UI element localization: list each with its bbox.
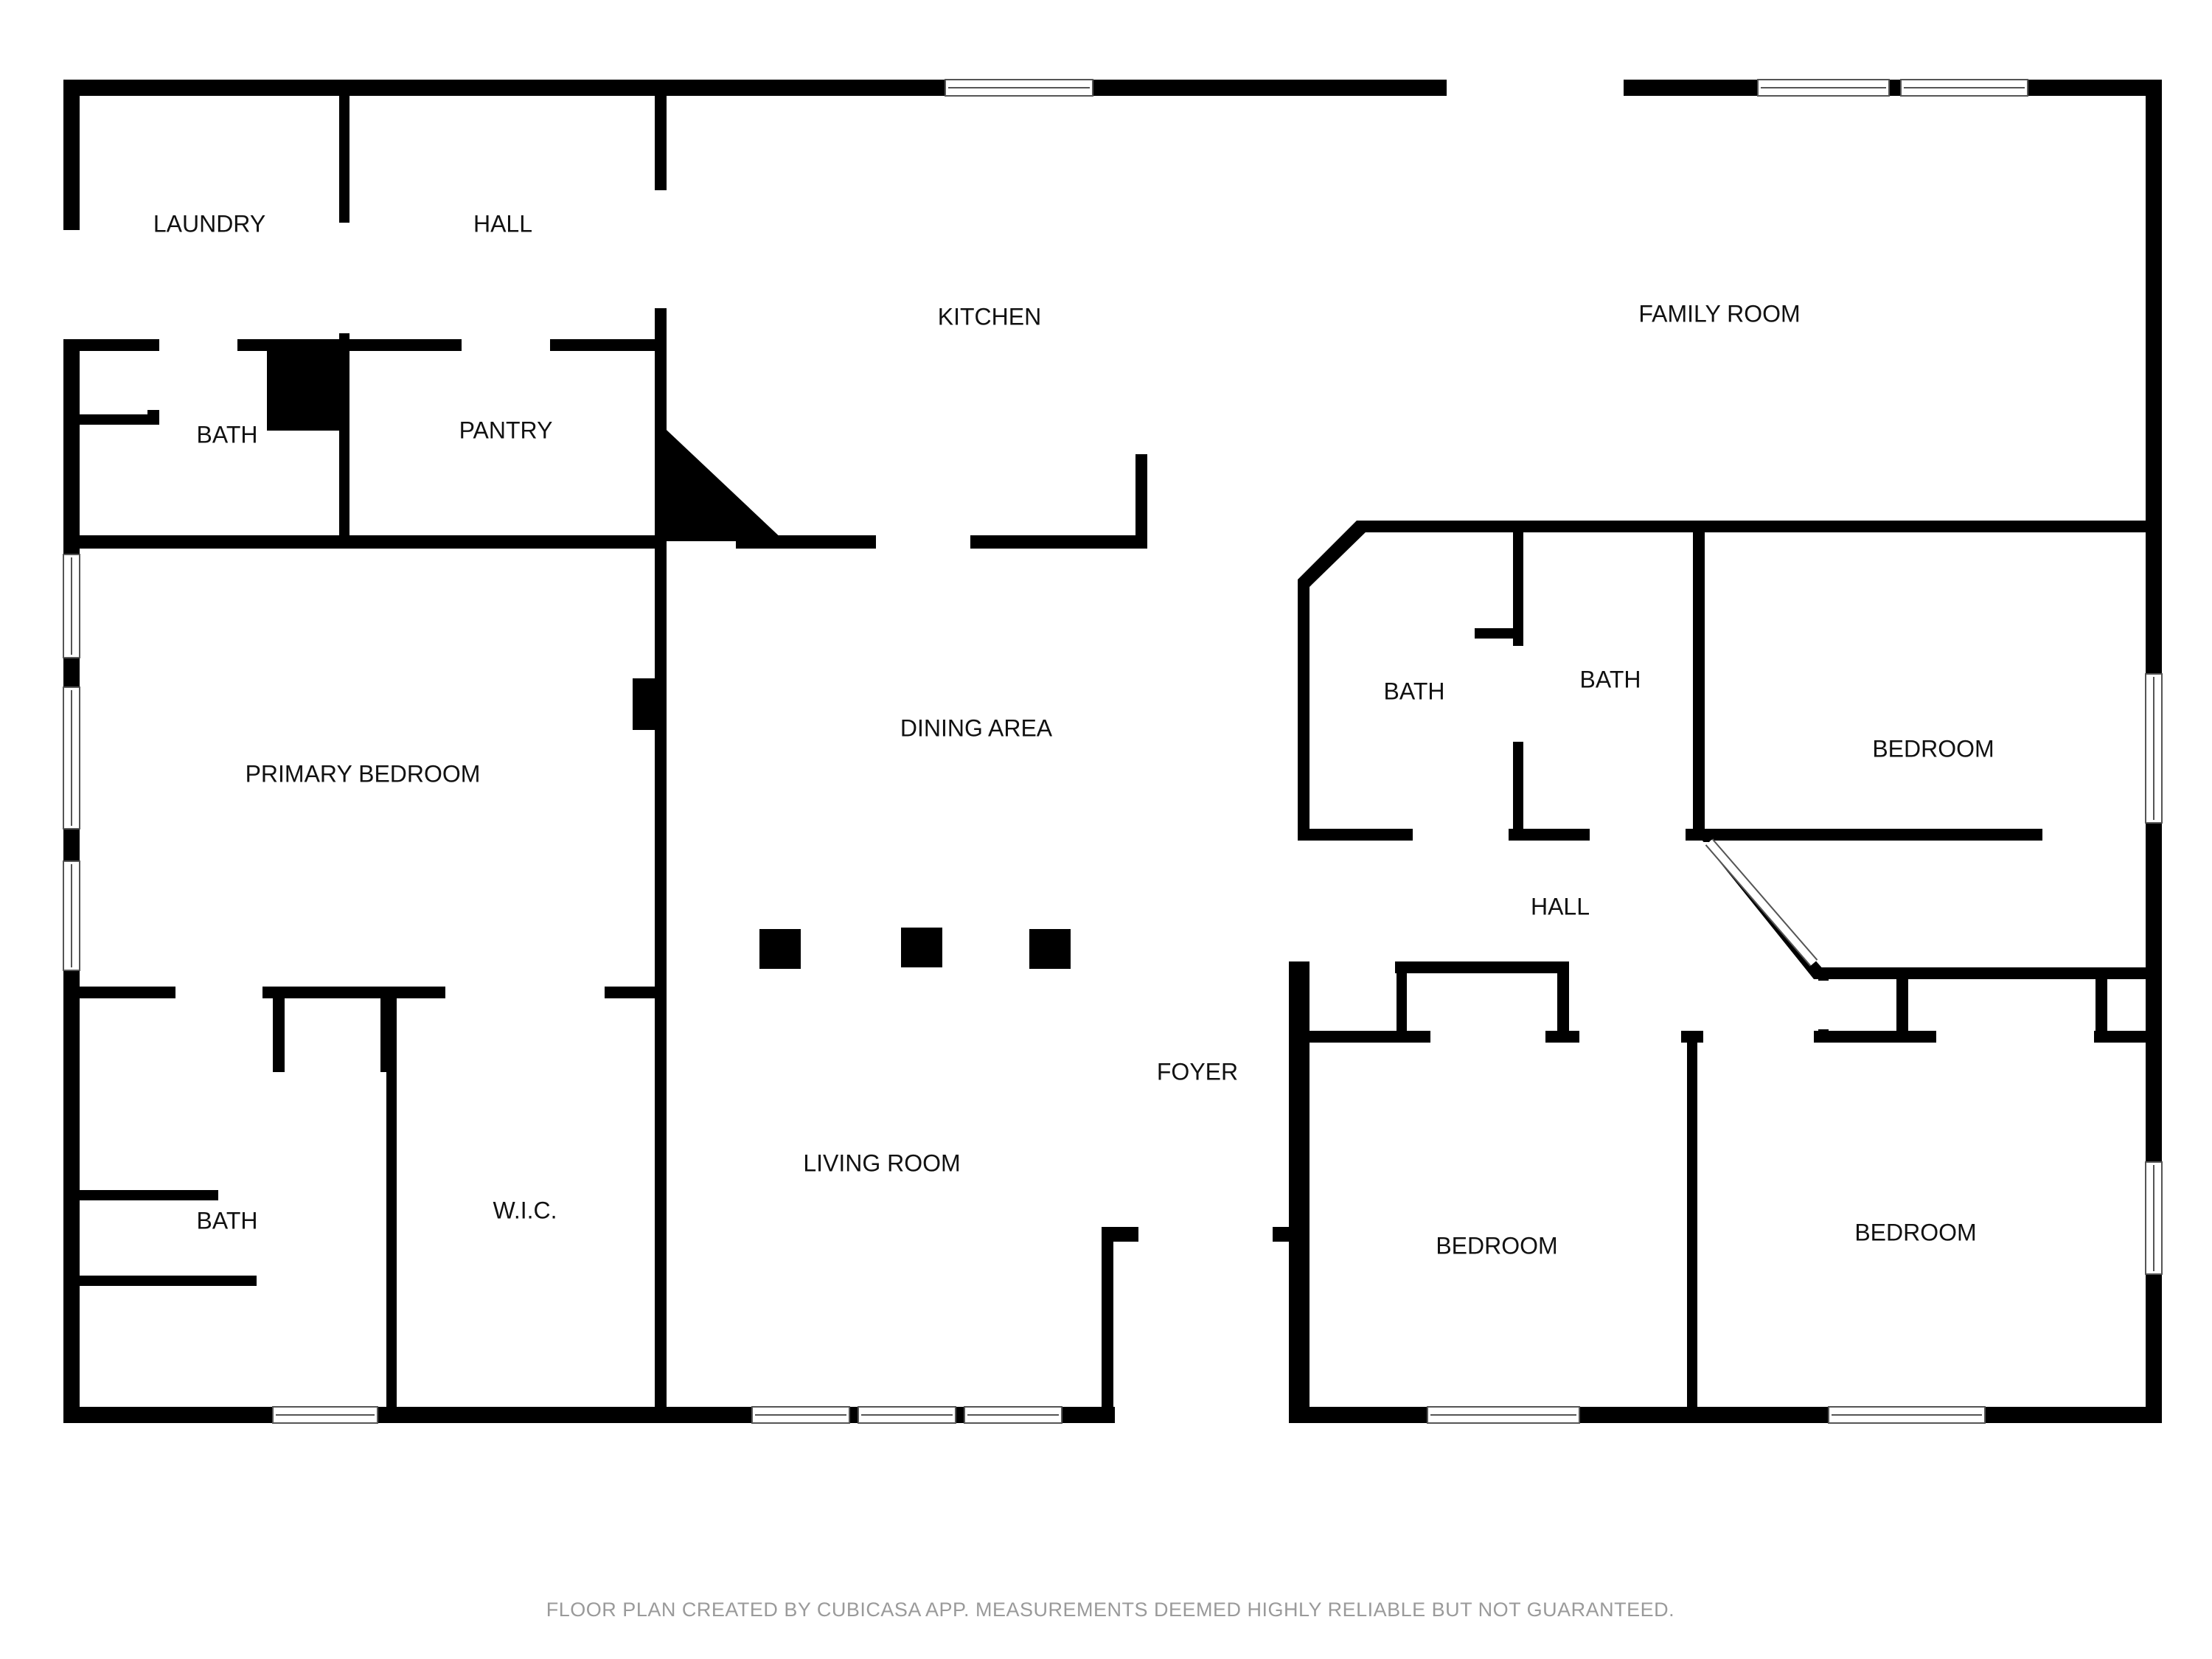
wall-closet-east-h	[1814, 1031, 1936, 1043]
door-bedroom-sm	[1430, 1029, 1545, 1044]
door-foyer	[1138, 1225, 1273, 1243]
column-2	[901, 928, 942, 967]
door-closet-sm	[1310, 960, 1395, 975]
door-primary-east	[634, 553, 653, 677]
wall-bath-divider-low	[1513, 742, 1523, 841]
wall-bedroom-se-top-right-h	[2094, 1031, 2162, 1043]
label-hall-center: HALL	[1531, 893, 1590, 919]
wall-south-west	[63, 1407, 1115, 1423]
wall-bath-closet	[77, 414, 159, 425]
wall-bath-divider-stub	[1475, 628, 1513, 639]
door-bath-pass	[1512, 647, 1525, 740]
wall-under-laundry	[63, 339, 667, 351]
wall-north-west	[63, 80, 1447, 96]
wall-under-pantry	[63, 535, 667, 549]
label-bedroom-south-east: BEDROOM	[1854, 1219, 1976, 1245]
wall-bath-closet2	[273, 987, 285, 1072]
wall-bedroom-divider-cap	[1681, 1031, 1703, 1043]
wall-closet-east-v	[1896, 967, 1908, 1035]
wall-bath-closet2-v	[380, 987, 391, 1072]
door-bath-closet2	[285, 1059, 380, 1074]
door-bedroom-se	[1936, 1029, 2094, 1044]
wall-foyer-left	[1102, 1227, 1113, 1423]
door-bedroom-sm-2	[1579, 1029, 1681, 1044]
label-wic: W.I.C.	[493, 1197, 557, 1223]
door-pantry	[462, 338, 550, 352]
wall-bath-divider	[1513, 528, 1523, 646]
door-kitchen-south	[876, 534, 970, 550]
door-bath-c1	[1413, 827, 1509, 842]
door-primary-bath	[175, 985, 262, 1000]
wall-closet-sm-h2	[1545, 1031, 1579, 1043]
door-laundry-west	[62, 230, 81, 339]
wall-family-south	[1357, 521, 2162, 532]
label-laundry: LAUNDRY	[153, 210, 265, 237]
bath-shower-wall-2	[77, 1276, 257, 1286]
wall-bath-west	[1298, 580, 1310, 841]
wall-primary-east-jog2	[633, 678, 655, 730]
wall-primary-east-jog	[633, 535, 655, 549]
label-bath-primary: BATH	[197, 1207, 258, 1234]
kitchen-chase	[655, 419, 785, 541]
column-1	[759, 929, 801, 969]
label-kitchen: KITCHEN	[938, 303, 1041, 330]
wall-closet-sm-h	[1298, 1031, 1430, 1043]
door-bath-c2	[1590, 827, 1686, 842]
door-bath-closet	[147, 351, 159, 410]
label-family-room: FAMILY ROOM	[1638, 300, 1800, 327]
wall-closet-sm-v2	[1557, 961, 1569, 1043]
door-primary-wic	[445, 985, 605, 1000]
wall-kitchen-south	[655, 529, 665, 552]
bath-chase	[267, 345, 347, 431]
openings	[62, 190, 2094, 1243]
label-bedroom-south-middle: BEDROOM	[1436, 1232, 1557, 1259]
wall-kitchen-peninsula	[1135, 454, 1147, 549]
label-pantry: PANTRY	[459, 417, 553, 443]
label-dining-area: DINING AREA	[900, 714, 1053, 741]
wall-south-east	[1293, 1407, 2162, 1423]
label-bedroom-east: BEDROOM	[1872, 735, 1994, 762]
windows	[63, 79, 2163, 1424]
column-3	[1029, 929, 1071, 969]
door-closet-east	[1817, 981, 1830, 1029]
label-bath-center-left: BATH	[1384, 678, 1445, 704]
wall-north-east	[1624, 80, 2159, 96]
wall-bath-pantry	[339, 345, 349, 549]
wall-bedroom-divider	[1687, 1035, 1697, 1423]
bath-shower-wall-1	[77, 1190, 218, 1200]
label-bath-small: BATH	[197, 421, 258, 448]
label-foyer: FOYER	[1157, 1058, 1238, 1085]
wall-bath-wic-divider	[386, 987, 397, 1423]
wall-foyer-left-cap	[1102, 1227, 1138, 1242]
wall-bedroom-sm-west	[1298, 961, 1310, 1423]
wall-bath-bedroom	[1693, 528, 1705, 841]
label-bath-center-right: BATH	[1580, 666, 1641, 692]
room-labels: LAUNDRY HALL BATH PANTRY KITCHEN FAMILY …	[153, 210, 1994, 1259]
wall-bedroom-se-top-right	[2096, 967, 2107, 1041]
wall-bedroom-east-south	[1814, 967, 2162, 979]
label-primary-bedroom: PRIMARY BEDROOM	[246, 760, 481, 787]
door-bath-small	[159, 338, 237, 352]
label-living-room: LIVING ROOM	[803, 1150, 960, 1176]
wall-closet-sm-v1	[1397, 961, 1407, 1043]
label-hall-top: HALL	[473, 210, 532, 237]
footer-disclaimer: FLOOR PLAN CREATED BY CUBICASA APP. MEAS…	[546, 1599, 1674, 1621]
door-hall-kitchen	[653, 190, 668, 308]
wall-bath-diagonal	[1298, 521, 1368, 587]
window-hall-diagonal-glass	[1706, 839, 1817, 966]
door-laundry-hall	[338, 223, 351, 333]
wall-primary-east	[655, 549, 667, 1423]
walls	[63, 80, 2162, 1423]
